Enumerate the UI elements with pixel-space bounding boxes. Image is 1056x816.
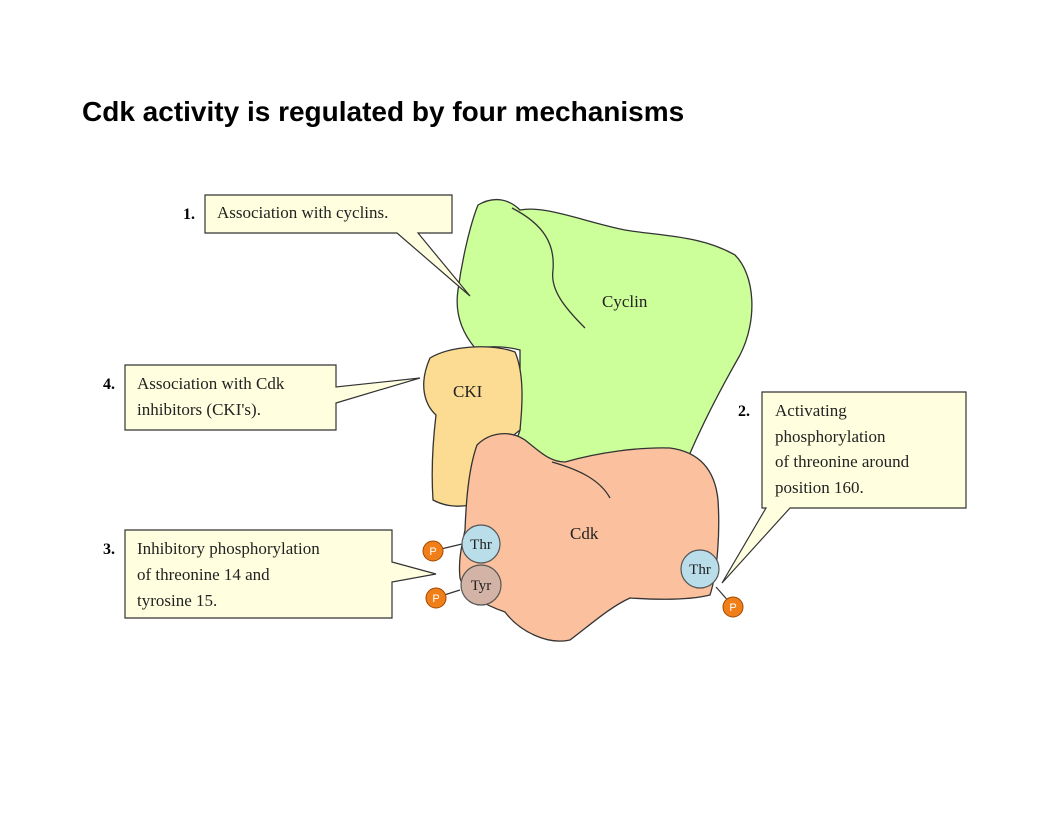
callout-line: phosphorylation bbox=[775, 427, 886, 446]
callout-number: 1. bbox=[183, 206, 195, 223]
cdk-label: Cdk bbox=[570, 524, 599, 543]
callout-line: Activating bbox=[775, 401, 847, 420]
phosphate-label: P bbox=[729, 602, 736, 614]
phosphate-label: P bbox=[429, 546, 436, 558]
thr160-label: Thr bbox=[689, 562, 711, 578]
thr160-residue bbox=[680, 549, 720, 589]
callout-line: inhibitors (CKI's). bbox=[137, 400, 261, 419]
callout-number: 4. bbox=[103, 376, 115, 393]
cyclin-shape bbox=[456, 198, 753, 471]
callout-2: 2. Activating phosphorylation of threoni… bbox=[721, 391, 967, 584]
callout-number: 2. bbox=[738, 403, 750, 420]
callout-1: 1. Association with cyclins. bbox=[183, 194, 471, 297]
cki-label: CKI bbox=[453, 382, 483, 401]
page-title: Cdk activity is regulated by four mechan… bbox=[82, 96, 685, 127]
phosphate-thr14 bbox=[422, 540, 444, 562]
cyclin-label: Cyclin bbox=[602, 292, 648, 311]
thr14-residue bbox=[461, 524, 501, 564]
callout-line: of threonine 14 and bbox=[137, 565, 270, 584]
cdk-shape bbox=[458, 433, 720, 642]
callout-line: Association with cyclins. bbox=[217, 203, 388, 222]
callout-line: position 160. bbox=[775, 478, 864, 497]
callout-line: tyrosine 15. bbox=[137, 591, 217, 610]
phosphate-thr160 bbox=[722, 596, 744, 618]
callout-line: of threonine around bbox=[775, 452, 910, 471]
callout-4: 4. Association with Cdk inhibitors (CKI'… bbox=[103, 364, 421, 431]
thr14-label: Thr bbox=[470, 537, 492, 553]
callout-3: 3. Inhibitory phosphorylation of threoni… bbox=[103, 529, 437, 619]
tyr15-label: Tyr bbox=[471, 578, 492, 594]
tyr15-residue bbox=[460, 564, 502, 606]
callout-number: 3. bbox=[103, 541, 115, 558]
callout-line: Inhibitory phosphorylation bbox=[137, 539, 320, 558]
cdk-groove bbox=[551, 461, 611, 499]
phosphate-tyr15 bbox=[425, 587, 447, 609]
phosphate-label: P bbox=[432, 593, 439, 605]
cyclin-groove bbox=[511, 207, 586, 329]
callout-line: Association with Cdk bbox=[137, 374, 285, 393]
